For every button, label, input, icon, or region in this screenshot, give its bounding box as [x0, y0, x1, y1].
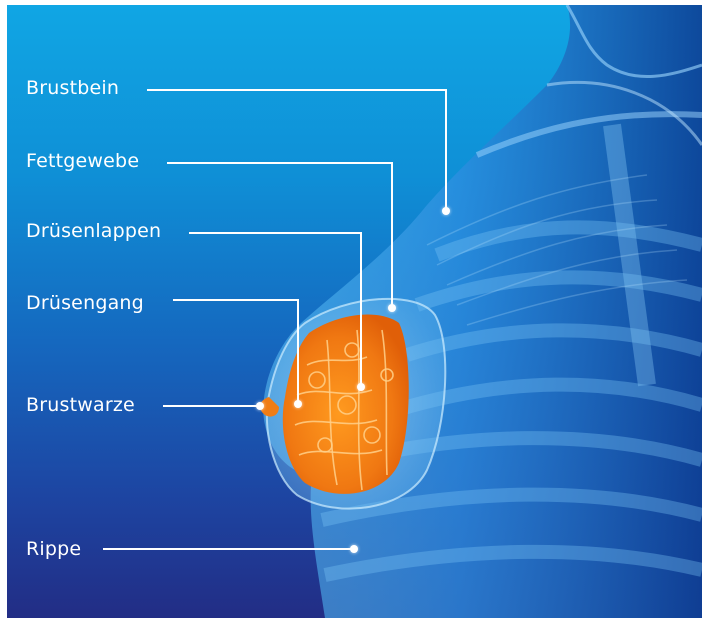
pointer-brustbein — [442, 207, 450, 215]
leader-druesenlappen-h — [189, 232, 361, 234]
anatomy-illustration: Brustbein Fettgewebe Drüsenlappen Drüsen… — [7, 5, 702, 618]
leader-fettgewebe-h — [167, 162, 392, 164]
label-druesenlappen: Drüsenlappen — [26, 220, 161, 242]
label-fettgewebe: Fettgewebe — [26, 150, 139, 172]
leader-druesengang-v — [297, 299, 299, 403]
label-brustwarze: Brustwarze — [26, 394, 135, 416]
pointer-druesenlappen — [357, 383, 365, 391]
leader-brustbein-h — [147, 89, 446, 91]
leader-rippe — [103, 548, 353, 550]
leader-brustbein-v — [445, 89, 447, 211]
pointer-druesengang — [294, 400, 302, 408]
pointer-brustwarze — [256, 402, 264, 410]
pointer-fettgewebe — [388, 304, 396, 312]
label-brustbein: Brustbein — [26, 77, 119, 99]
leader-druesenlappen-v — [360, 232, 362, 386]
leader-brustwarze — [163, 405, 259, 407]
leader-druesengang-h — [173, 299, 298, 301]
label-druesengang: Drüsengang — [26, 292, 144, 314]
label-rippe: Rippe — [26, 538, 81, 560]
pointer-rippe — [350, 545, 358, 553]
leader-fettgewebe-v — [391, 162, 393, 308]
